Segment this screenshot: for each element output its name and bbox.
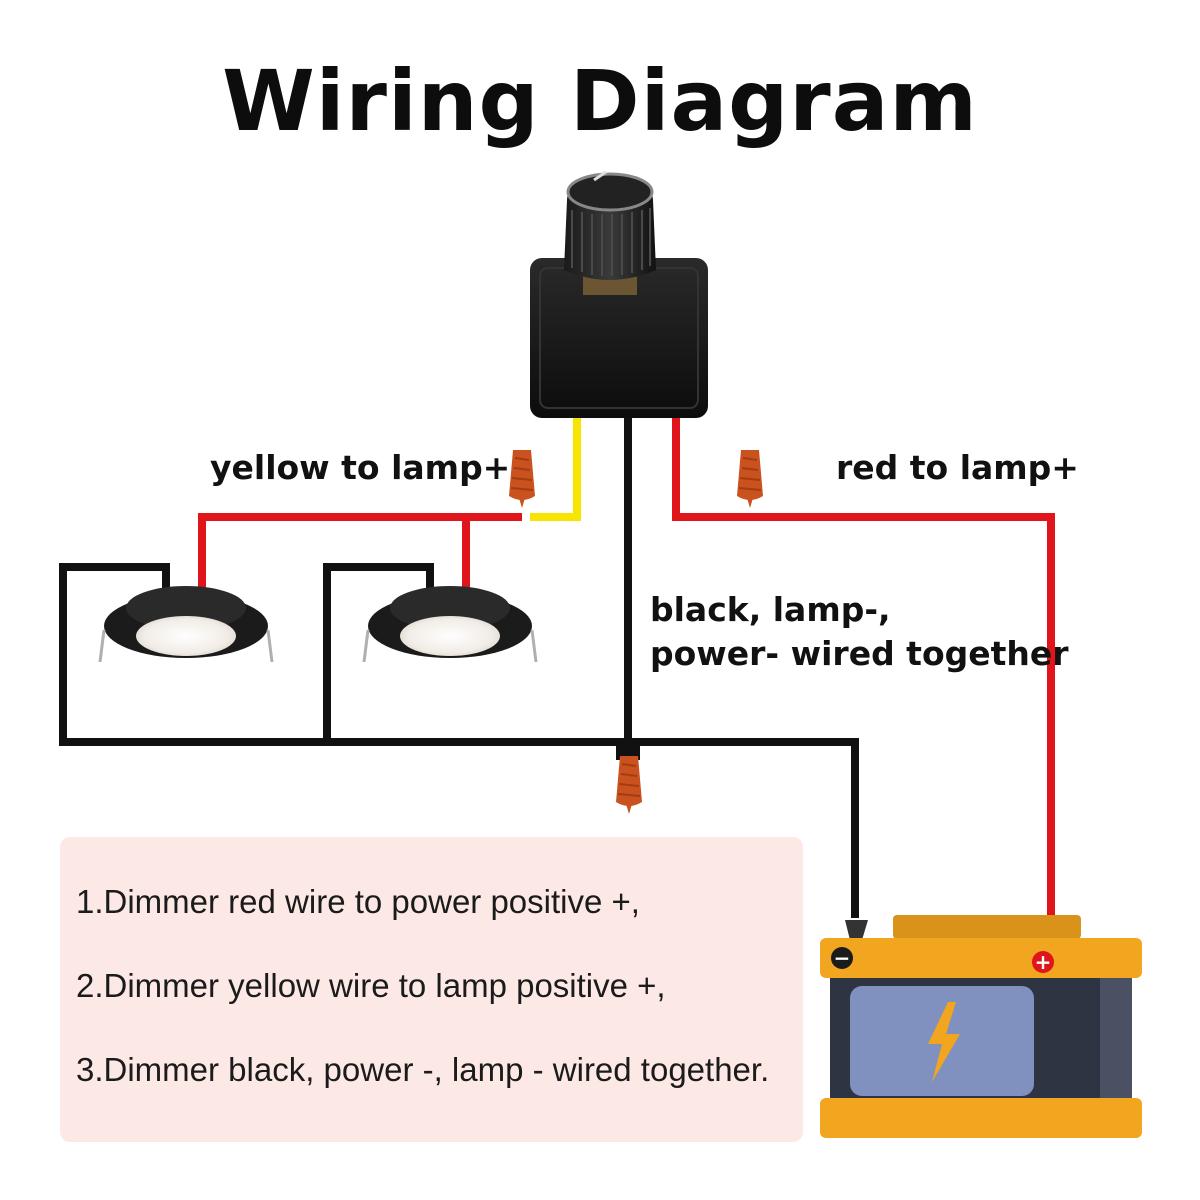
yellow-wire-label: yellow to lamp+ xyxy=(210,448,511,487)
dimmer-switch xyxy=(530,170,708,418)
red-wire-label: red to lamp+ xyxy=(836,448,1079,487)
wires xyxy=(59,418,1055,918)
instructions-panel: 1.Dimmer red wire to power positive +, 2… xyxy=(60,837,803,1142)
instruction-2: 2.Dimmer yellow wire to lamp positive +, xyxy=(76,967,666,1004)
instruction-3: 3.Dimmer black, power -, lamp - wired to… xyxy=(76,1051,770,1088)
lamp-1 xyxy=(98,586,274,663)
instruction-1: 1.Dimmer red wire to power positive +, xyxy=(76,883,640,920)
wire-nut-red xyxy=(735,448,765,510)
red-power-wire xyxy=(672,418,1055,918)
lamp2-black-wire xyxy=(323,563,434,742)
positive-terminal-icon: + xyxy=(1035,950,1052,974)
wire-nut-black xyxy=(614,754,644,816)
lamp1-black-wire xyxy=(59,563,624,760)
battery: − + xyxy=(820,915,1142,1138)
negative-terminal-icon: − xyxy=(834,946,851,970)
black-wire-label-line-2: power- wired together xyxy=(650,634,1069,673)
wire-nut-yellow xyxy=(507,448,537,510)
yellow-wire xyxy=(530,418,581,521)
lamp-red-wire xyxy=(198,513,522,590)
black-wire-label-line-1: black, lamp-, xyxy=(650,590,891,629)
lamp-2 xyxy=(362,586,538,663)
black-wire-label: black, lamp-, power- wired together xyxy=(650,588,1069,676)
page-title: Wiring Diagram xyxy=(222,52,978,150)
black-power-wire xyxy=(632,738,859,918)
